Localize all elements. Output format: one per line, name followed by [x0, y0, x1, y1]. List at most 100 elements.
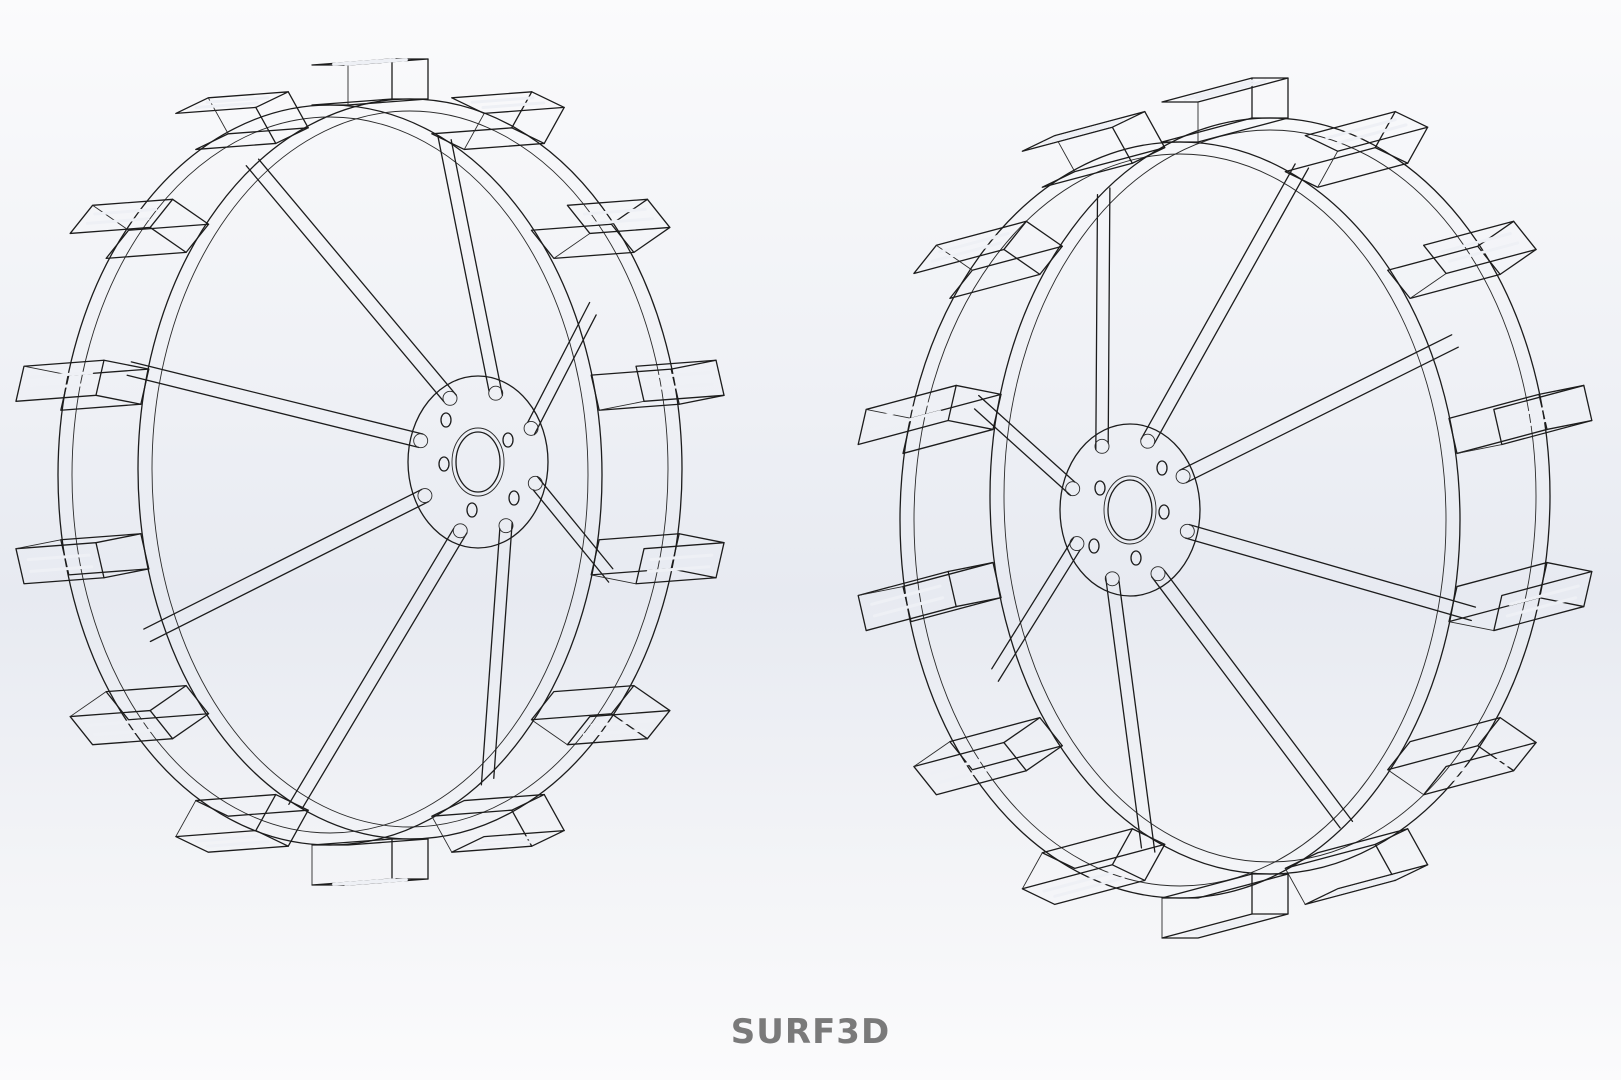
paddle-slot-inner: [930, 241, 1003, 263]
spoke-edge: [1163, 569, 1354, 823]
paddle-gusset: [1477, 745, 1515, 772]
paddle-blade: [635, 542, 725, 585]
paddle-gusset: [175, 800, 197, 837]
spoke-end: [527, 475, 543, 491]
spoke-edge: [1140, 163, 1296, 440]
paddle-slot-inner: [194, 835, 259, 843]
paddle-blade: [1493, 384, 1593, 446]
paddle-base-plate: [949, 716, 1063, 771]
spoke-edge: [288, 528, 455, 805]
paddle-gusset: [633, 684, 671, 712]
paddle-gusset: [1538, 384, 1585, 395]
spoke-end: [1069, 536, 1085, 552]
paddle: [857, 384, 1002, 455]
spoke-edge: [1151, 576, 1341, 829]
paddle-gusset: [103, 359, 150, 370]
paddle-slot-inner: [938, 762, 1010, 784]
paddle-gusset: [591, 574, 637, 585]
paddle-slot-inner: [85, 719, 150, 727]
paddle-blade: [913, 741, 1027, 796]
hub-bolt-hole: [1158, 504, 1170, 520]
rim-back: [57, 104, 603, 846]
paddle-slot-inner: [470, 96, 535, 104]
paddle-slot-inner: [649, 382, 714, 391]
paddle-gusset: [1546, 419, 1593, 431]
spoke-end: [488, 385, 504, 401]
paddle-gusset: [1374, 843, 1396, 882]
paddle-gusset: [531, 719, 568, 746]
paddle-base-plate: [530, 223, 635, 260]
spoke-edge: [973, 408, 1072, 497]
paddle-slot-inner: [590, 719, 655, 727]
paddle-slot-inner: [1336, 123, 1408, 145]
paddle-blade: [15, 542, 105, 585]
paddle: [913, 220, 1063, 300]
paddle: [431, 91, 565, 151]
paddle-gusset: [255, 793, 277, 832]
paddle-slot-inner: [1183, 79, 1255, 101]
right-paddle-wheel: [857, 77, 1593, 939]
paddle: [590, 533, 725, 585]
paddle-gusset: [1317, 150, 1339, 188]
paddle-blade: [635, 359, 725, 402]
paddle-slot-inner: [26, 553, 91, 562]
paddle-gusset: [1409, 273, 1447, 299]
spoke-end: [452, 523, 468, 539]
paddle-gusset: [1387, 769, 1424, 796]
spoke-edge: [493, 521, 513, 779]
rim-front: [137, 98, 683, 840]
paddle-slot-inner: [93, 207, 158, 216]
paddle-slot-inner: [481, 101, 546, 109]
paddle: [590, 359, 725, 411]
paddle-base-plate: [195, 793, 309, 817]
spoke-edge: [533, 314, 597, 436]
paddle-blade: [1161, 913, 1289, 939]
paddle-gusset: [1111, 828, 1133, 866]
rim-back-inner: [71, 116, 589, 834]
paddle-slot-inner: [649, 553, 714, 562]
paddle-gusset: [171, 198, 210, 225]
spoke-edge: [997, 549, 1081, 682]
spoke-edge: [301, 532, 468, 810]
spoke-edge: [126, 374, 420, 449]
paddle-gusset: [69, 691, 107, 717]
paddle-gusset: [1003, 248, 1041, 276]
paddle: [857, 561, 1002, 632]
spoke-end: [1150, 566, 1166, 582]
hub-bolt-hole: [1156, 460, 1168, 476]
paddle: [311, 838, 429, 886]
spoke-edge: [536, 475, 614, 570]
paddle-gusset: [207, 97, 229, 135]
spoke-end: [1094, 438, 1110, 454]
spoke-edge: [1118, 580, 1156, 853]
paddle-gusset: [858, 586, 904, 596]
paddle-blade: [451, 91, 565, 115]
paddle: [1387, 220, 1537, 300]
paddle-slot-inner: [870, 584, 942, 606]
paddle: [1284, 828, 1429, 906]
paddle-gusset: [1111, 126, 1133, 164]
paddle: [69, 684, 210, 746]
left-paddle-wheel: [15, 58, 725, 886]
paddle-slot-inner: [29, 565, 94, 573]
paddle-blade: [1021, 864, 1146, 906]
spoke-edge: [130, 361, 424, 435]
spoke-end: [498, 518, 514, 534]
spoke-edge: [1185, 346, 1459, 484]
paddle-gusset: [15, 539, 61, 550]
paddle-gusset: [463, 113, 485, 150]
paddle-slot-inner: [582, 207, 647, 216]
paddle-base-plate: [1041, 146, 1166, 188]
paddle: [15, 533, 150, 585]
spoke-edge: [257, 158, 457, 396]
paddle-gusset: [610, 713, 649, 740]
paddle-slot-inner: [93, 728, 158, 737]
spoke-end: [1140, 433, 1156, 449]
paddle: [69, 198, 210, 260]
paddle-blade: [1423, 741, 1537, 796]
hub-bolt-hole: [1094, 480, 1106, 496]
paddle-gusset: [1025, 745, 1063, 772]
paddle-base-plate: [1387, 245, 1501, 300]
hub-bolt-hole: [508, 490, 520, 506]
